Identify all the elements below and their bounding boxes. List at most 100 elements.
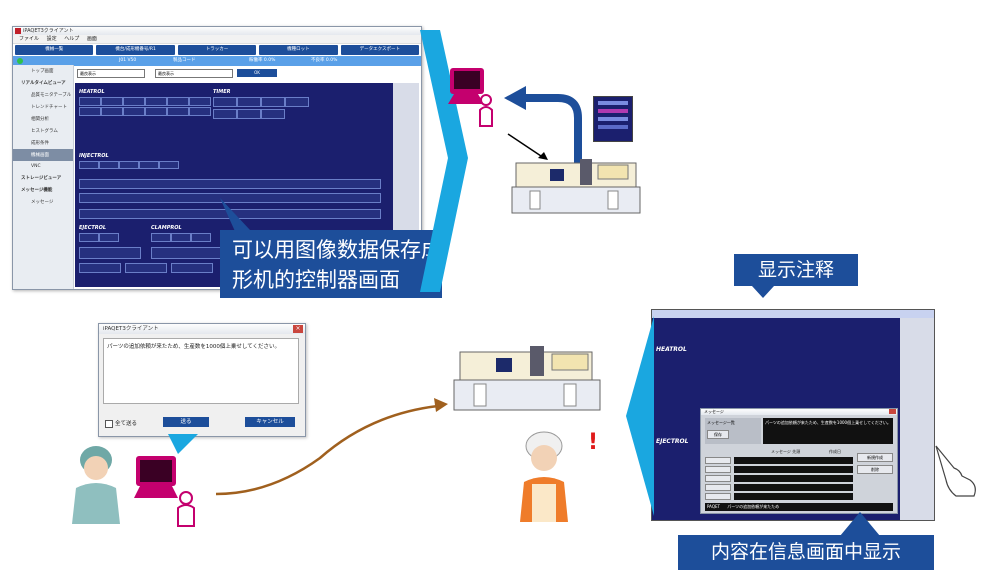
message-close-icon[interactable] — [889, 409, 896, 414]
controller-cell — [79, 247, 141, 259]
controller-cell — [101, 107, 123, 116]
message-row[interactable] — [705, 466, 853, 473]
message-row[interactable] — [705, 493, 853, 500]
sidebar-item-11[interactable]: メッセージ — [31, 200, 54, 205]
cyan-chevron-top — [420, 30, 468, 292]
tab-model-lot[interactable]: 機種ロット — [259, 45, 338, 55]
sidebar-item-4[interactable]: 相関分析 — [31, 117, 49, 122]
delete-button[interactable]: 削除 — [857, 465, 893, 474]
controller-cell — [237, 109, 261, 119]
controller-cell — [101, 97, 123, 106]
create-button[interactable]: 新規作成 — [857, 453, 893, 462]
sidebar-item-0[interactable]: トップ画面 — [31, 69, 54, 74]
upload-arrow-icon — [504, 86, 582, 164]
view-select-row: 最良表示 最良表示 OK — [75, 67, 419, 79]
sidebar-item-10[interactable]: メッセージ機能 — [21, 188, 53, 193]
controller-cell — [99, 161, 119, 169]
pointer-arrow-icon — [507, 133, 548, 160]
product-code-label: 製品コード — [173, 58, 196, 63]
status-row: J01 V50 製品コード 稼働率 0.0% 不良率 0.0% — [13, 56, 421, 66]
ok-button[interactable]: OK — [237, 69, 277, 77]
sidebar: トップ画面リアルタイムビューア品質モニタテーブルトレンドチャート相関分析ヒストグ… — [13, 65, 74, 289]
menu-help[interactable]: ヘルプ — [64, 36, 80, 42]
controller-cell — [79, 161, 99, 169]
right-label-heatrol: HEATROL — [656, 346, 687, 353]
sidebar-item-5[interactable]: ヒストグラム — [31, 129, 58, 134]
controller-message-screen: HEATROL EJECTROL メッセージ メッセージ一覧 保存 パーツの追加… — [651, 309, 935, 521]
alert-exclamation-icon: ! — [588, 430, 599, 455]
controller-cell — [123, 107, 145, 116]
controller-cell — [145, 107, 167, 116]
dialog-close-icon[interactable]: × — [293, 325, 303, 333]
worker-figure-left — [72, 446, 120, 524]
callout-save-screen: 可以用图像数据保存成形机的控制器画面 — [220, 230, 442, 298]
message-row[interactable] — [705, 457, 853, 464]
sidebar-item-8[interactable]: VNC — [31, 164, 41, 169]
dialog-pointer — [168, 434, 198, 454]
view-select-right[interactable]: 最良表示 — [155, 69, 233, 78]
callout-show-note: 显示注释 — [734, 254, 858, 286]
message-footer: PAQET パーツの追加依頼が来たため — [705, 503, 893, 511]
controller-cell — [237, 97, 261, 107]
controller-cell — [151, 233, 171, 242]
tab-tracker[interactable]: トラッカー — [177, 45, 257, 55]
view-select-left[interactable]: 最良表示 — [77, 69, 145, 78]
sidebar-item-3[interactable]: トレンドチャート — [31, 105, 67, 110]
menu-file[interactable]: ファイル — [19, 36, 40, 42]
register-button[interactable]: 保存 — [707, 430, 729, 439]
menu-settings[interactable]: 設定 — [46, 36, 57, 42]
message-list-box: メッセージ一覧 保存 — [705, 418, 761, 444]
sidebar-item-2[interactable]: 品質モニタテーブル — [31, 93, 72, 98]
col-header-message: メッセージ 先頭 — [771, 449, 801, 454]
window-titlebar: iPAQET3クライアント — [13, 27, 421, 35]
hand-touch-icon — [935, 445, 976, 497]
controller-cell — [79, 233, 99, 242]
message-row[interactable] — [705, 484, 853, 491]
message-window: メッセージ メッセージ一覧 保存 パーツの追加依頼が来たため、生産数を1000個… — [700, 408, 898, 514]
send-all-checkbox[interactable]: 全て送る — [105, 419, 137, 428]
molding-machine-image-top — [511, 159, 641, 214]
sidebar-item-9[interactable]: ストレージビューア — [21, 176, 62, 181]
controller-cell — [125, 263, 167, 273]
tab-machine-number[interactable]: 機台/成形機番号/R1 — [96, 45, 175, 55]
tab-data-export[interactable]: データエクスポート — [340, 45, 420, 55]
send-arrow-icon — [215, 398, 448, 496]
callout-info-screen: 内容在信息画面中显示 — [678, 535, 934, 570]
label-injectrol: INJECTROL — [79, 153, 109, 159]
label-ejectrol: EJECTROL — [79, 225, 107, 231]
controller-cell — [189, 107, 211, 116]
sidebar-item-6[interactable]: 成形条件 — [31, 141, 49, 146]
message-row[interactable] — [705, 475, 853, 482]
controller-cell — [261, 109, 285, 119]
controller-cell — [79, 263, 121, 273]
screen-thumbnail-image — [593, 96, 633, 142]
controller-cell — [285, 97, 309, 107]
sidebar-item-1[interactable]: リアルタイムビューア — [21, 81, 66, 86]
tab-bar: 機械一覧 機台/成形機番号/R1 トラッカー 機種ロット データエクスポート — [13, 44, 421, 56]
controller-cell — [79, 107, 101, 116]
send-button[interactable]: 送る — [163, 417, 209, 427]
message-preview-box: パーツの追加依頼が来たため、生産数を1000個上乗せしてください。 — [763, 418, 893, 444]
screen-header-bar — [652, 310, 934, 318]
message-rows — [705, 457, 853, 502]
molding-machine-image-bottom — [453, 346, 601, 411]
controller-cell — [167, 107, 189, 116]
dialog-message-field[interactable]: パーツの追加依頼が来たため、生産数を1000個上乗せしてください。 — [103, 338, 299, 404]
monitor-user-icon-bottom — [134, 456, 195, 527]
label-timer: TIMER — [213, 89, 231, 95]
controller-cell — [213, 109, 237, 119]
callout-pointer-3 — [840, 512, 880, 536]
checkbox-icon[interactable] — [105, 419, 113, 428]
controller-cell — [145, 97, 167, 106]
callout-pointer-2 — [752, 286, 774, 298]
controller-cell — [171, 263, 213, 273]
controller-cell — [167, 97, 189, 106]
sidebar-item-7[interactable]: 機械画面 — [13, 149, 73, 161]
cancel-button[interactable]: キャンセル — [245, 417, 295, 427]
controller-cell — [123, 97, 145, 106]
right-side-panel — [900, 318, 934, 520]
message-window-title: メッセージ — [701, 409, 897, 415]
tab-machine-list[interactable]: 機械一覧 — [15, 45, 94, 55]
menu-bar: ファイル 設定 ヘルプ 画面 — [13, 35, 421, 44]
menu-screen[interactable]: 画面 — [86, 36, 97, 42]
